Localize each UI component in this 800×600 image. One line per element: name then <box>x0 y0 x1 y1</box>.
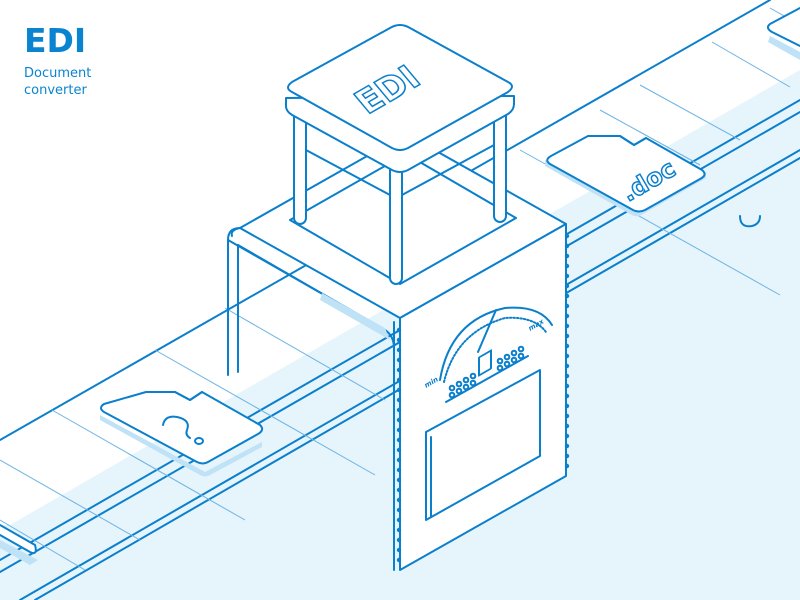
logo-subtitle-line2: converter <box>24 83 87 98</box>
belt-segment-line <box>154 349 376 476</box>
logo-subtitle: Document converter <box>24 65 91 99</box>
machine-front <box>399 223 567 571</box>
question-dot-icon <box>194 437 204 445</box>
document-partial-left <box>0 524 38 565</box>
machine-rivets-right <box>564 233 570 469</box>
document-outline <box>100 391 264 465</box>
belt-segment-line <box>599 109 701 166</box>
logo-subtitle-line1: Document <box>24 66 92 81</box>
converter-machine: min max EDI <box>227 24 570 571</box>
panel-display <box>478 349 492 377</box>
table-top <box>287 24 513 151</box>
belt-segment-line <box>51 409 246 521</box>
roller-bump <box>739 215 761 228</box>
document-outline <box>546 135 706 213</box>
logo: EDI Document converter <box>24 24 91 99</box>
gauge-arc <box>439 306 553 381</box>
belt-segment-line <box>711 41 791 88</box>
belt-segment-line <box>0 459 141 541</box>
belt-segment-line <box>639 84 741 141</box>
belt-segment-line <box>224 307 386 401</box>
document-partial-right <box>766 7 800 60</box>
machine-top-plate <box>289 153 517 285</box>
document-fold-icon <box>174 391 203 401</box>
gauge-needle <box>477 309 497 353</box>
gauge-ticks <box>443 316 547 383</box>
machine-rivets-left <box>396 327 402 563</box>
control-panel <box>445 345 529 403</box>
document-fold-icon <box>619 135 647 146</box>
unknown-document <box>100 391 264 477</box>
machine-window <box>425 369 541 521</box>
belt-segment-line <box>0 519 86 571</box>
question-mark-icon <box>162 415 191 439</box>
logo-title: EDI <box>24 21 87 60</box>
